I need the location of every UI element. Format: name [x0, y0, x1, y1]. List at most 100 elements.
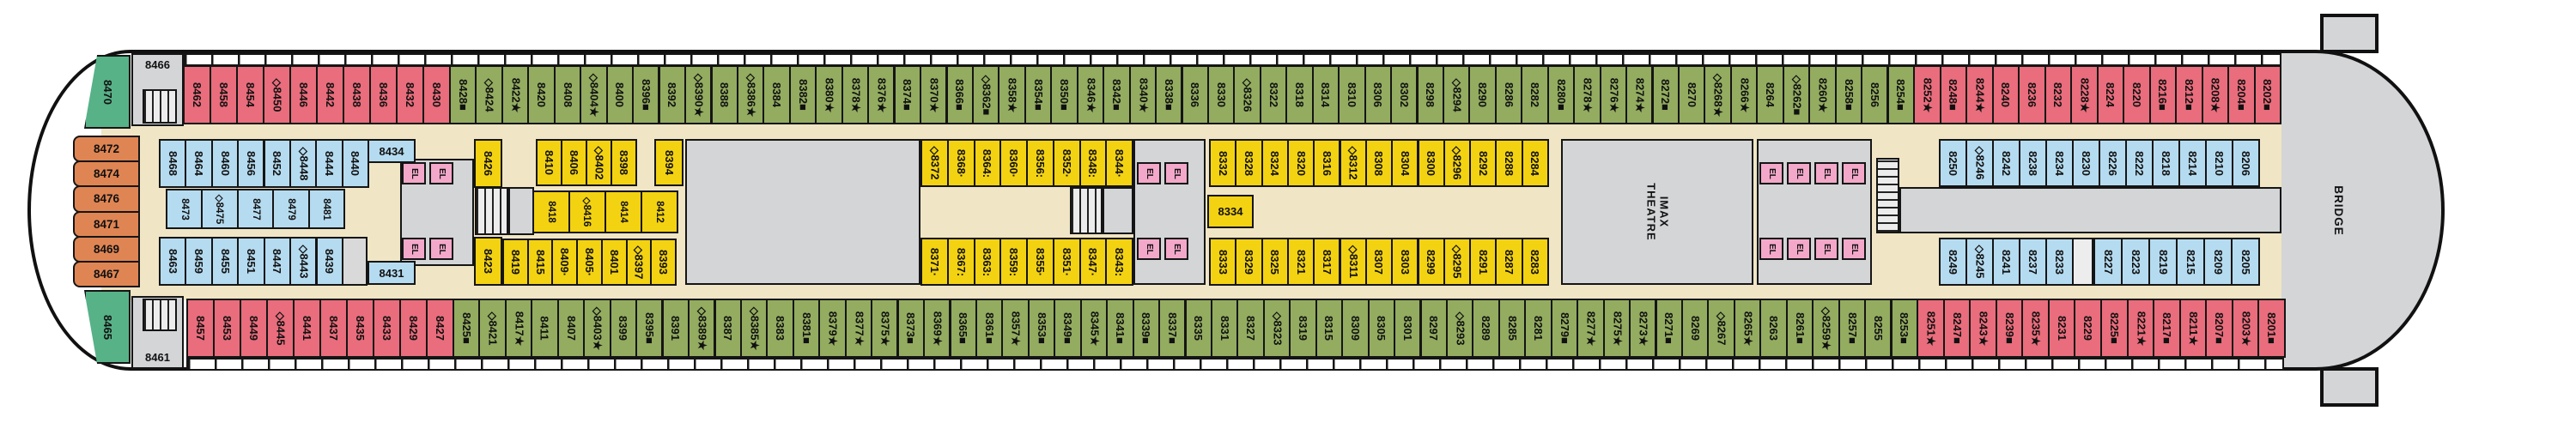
cabin-8391: 8391 [661, 299, 690, 358]
cabin-8402: ◇8402 [586, 139, 612, 186]
cabin-8417: 8417★ [504, 299, 533, 358]
cabin-8333: 8333 [1209, 238, 1237, 286]
cabin-8340: 8340★ [1128, 65, 1157, 124]
cabin-number: ◇8245 [1973, 245, 1987, 279]
cabin-8250: 8250 [1939, 139, 1967, 187]
cabin-8318: 8318 [1285, 65, 1314, 124]
cabin-number: 8209 [2211, 249, 2225, 275]
cabin-8475: ◇8475 [201, 189, 239, 229]
cabin-number: ◇8475 [214, 194, 225, 224]
cabin-number: 8258■ [1842, 79, 1856, 111]
cabin-number: 8476 [93, 192, 120, 206]
elevator-label: EL [1821, 167, 1832, 179]
cabin-number: 8411 [538, 316, 551, 341]
cabin-8382: 8382■ [788, 65, 817, 124]
cabin-number: 8314 [1319, 82, 1333, 107]
cabin-8468: 8468 [159, 139, 187, 188]
cabin-number: 8223 [2129, 249, 2142, 275]
cabin-8364: 8364: [973, 139, 1002, 187]
cabin-number: 8265★ [1741, 311, 1755, 346]
cabin-number: 8422★ [509, 77, 523, 112]
cabin-8295: ◇8295 [1443, 238, 1472, 286]
cabin-number: 8392 [665, 82, 679, 107]
cabin-number: 8350■ [1058, 79, 1071, 111]
cabin-8233: 8233 [2045, 238, 2074, 286]
cabin-number: 8274★ [1633, 77, 1647, 112]
cabin-8292: 8292 [1469, 139, 1498, 187]
cabin-8404: ◇8404★ [580, 65, 608, 124]
cabin-8346: 8346★ [1076, 65, 1105, 124]
cabin-8422: 8422★ [501, 65, 530, 124]
cabin-number: 8431 [379, 266, 404, 280]
cabin-8245: ◇8245 [1965, 238, 1994, 286]
cabin-8328: 8328 [1235, 139, 1263, 187]
cabin-8239: 8239■ [1995, 299, 2024, 358]
cabin-number: 8442 [323, 82, 337, 107]
cabin-number: ◇8416 [581, 196, 592, 227]
cabin-number: 8473 [179, 197, 190, 221]
cabin-number: 8354■ [1031, 79, 1045, 111]
elevator-label: EL [409, 243, 419, 255]
cabin-8272: 8272■ [1651, 65, 1680, 124]
cabin-8433: 8433 [373, 299, 401, 358]
cabin-number: ◇8421 [486, 311, 500, 345]
cabin-8338: 8338■ [1155, 65, 1183, 124]
elevator: EL [1787, 162, 1811, 184]
cabin-number: 8452 [270, 151, 284, 176]
cabin-number: 8376★ [875, 77, 889, 112]
cabin-8362: ◇8362■ [971, 65, 1000, 124]
cabin-8339: 8339■ [1132, 299, 1160, 358]
cabin-number: 8393 [657, 250, 671, 275]
cabin-8336: 8336 [1181, 65, 1209, 124]
cabin-8323: ◇8323 [1262, 299, 1291, 358]
cabin-8429: 8429 [399, 299, 428, 358]
cabin-8294: ◇8294 [1443, 65, 1471, 124]
cabin-8212: 8212■ [2175, 65, 2203, 124]
cabin-8264: 8264 [1756, 65, 1784, 124]
cabin-8377: 8377★ [844, 299, 873, 358]
mid-stair-landing [1103, 187, 1133, 234]
cabin-number: 8373■ [904, 312, 918, 344]
cabin-number: 8282 [1528, 82, 1541, 107]
cabin-8308: 8308 [1364, 139, 1394, 187]
cabin-number: 8260★ [1816, 77, 1830, 112]
cabin-8432: 8432 [396, 65, 424, 124]
cabin-8469: 8469 [73, 235, 140, 263]
cabin-number: 8307 [1372, 249, 1386, 275]
cabin-8386: ◇8386★ [736, 65, 765, 124]
cabin-number: 8291 [1476, 249, 1490, 275]
elevator: EL [402, 162, 426, 184]
cabin-8388: 8388 [710, 65, 738, 124]
cabin-8281: 8281 [1524, 299, 1552, 358]
cabin-8337: 8337■ [1158, 299, 1187, 358]
cabin-number: ◇8268★ [1711, 73, 1725, 117]
cabin-8379: 8379★ [818, 299, 847, 358]
cabin-8477: 8477 [236, 189, 275, 229]
elevator: EL [1759, 162, 1783, 184]
cabin-number: 8214 [2185, 150, 2199, 176]
cabin-8204: 8204■ [2227, 65, 2256, 124]
cabin-number: 8310 [1345, 82, 1358, 107]
cabin-number: 8250 [1946, 150, 1959, 176]
cabin-8304: 8304 [1391, 139, 1419, 187]
elevator: EL [429, 238, 453, 260]
cabin-8269: 8269 [1681, 299, 1710, 358]
cabin-8263: 8263 [1759, 299, 1788, 358]
cabin-8453: 8453 [213, 299, 241, 358]
cabin-number: 8338■ [1162, 79, 1176, 111]
cabin-8306: 8306 [1364, 65, 1392, 124]
cabin-8372: ◇8372 [920, 139, 949, 187]
cabin-8252: 8252★ [1913, 65, 1941, 124]
cabin-8237: 8237 [2019, 238, 2047, 286]
cabin-8405: 8405· [576, 239, 603, 286]
cabin-number: ◇8293 [1454, 311, 1467, 345]
cabin-8275: 8275★ [1602, 299, 1631, 358]
cabin-number: 8226 [2105, 150, 2119, 176]
cabin-8335: 8335 [1184, 299, 1212, 358]
cabin-8370: 8370★ [920, 65, 948, 124]
blank-slot-aft [342, 237, 368, 286]
cabin-8211: 8211★ [2178, 299, 2208, 358]
balcony-strip-top [183, 53, 2281, 66]
cabin-8311: ◇8311 [1339, 238, 1367, 286]
cabin-number: 8277★ [1584, 311, 1598, 346]
